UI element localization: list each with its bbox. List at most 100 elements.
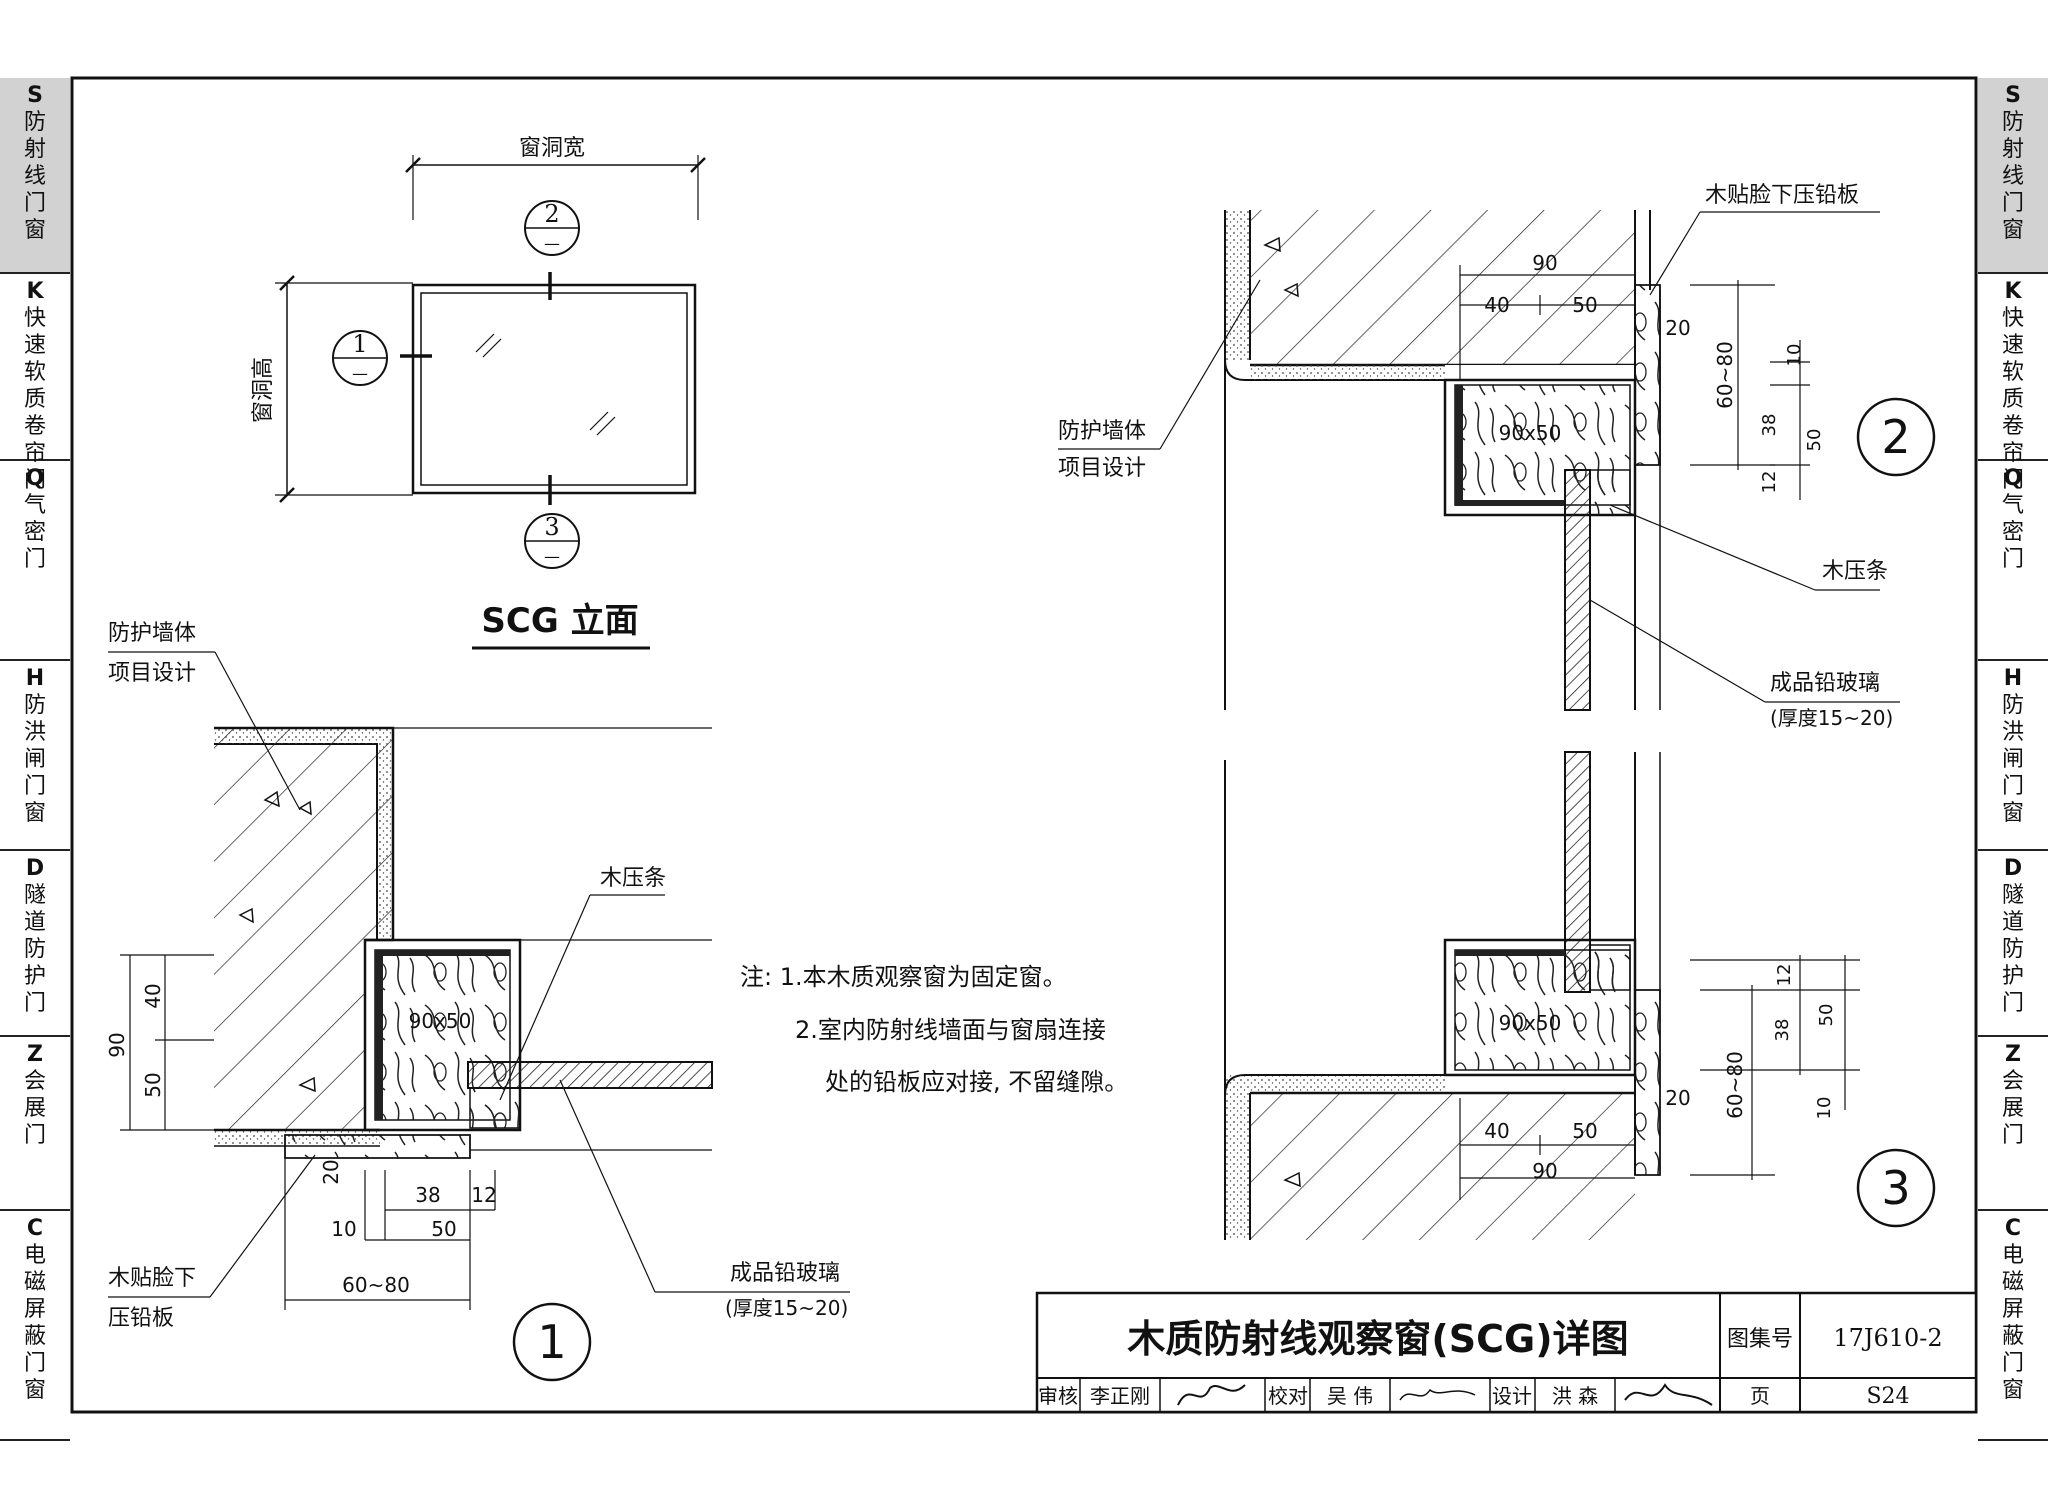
tab-char: 门 (2001, 1351, 2024, 1376)
detail1-glass-label: 成品铅玻璃 (730, 1261, 840, 1286)
detail1-strip-label: 木压条 (600, 866, 666, 891)
tab-char: 蔽 (2001, 1324, 2024, 1349)
detail2-wall-label: 防护墙体 (1058, 419, 1146, 444)
svg-text:校对: 校对 (1268, 1384, 1308, 1408)
tab-code: H (2003, 666, 2023, 691)
tab-char: 气 (23, 493, 46, 518)
notes: 注: 1.本木质观察窗为固定窗。 2.室内防射线墙面与窗扇连接 处的铅板应对接,… (740, 963, 1128, 1096)
detail1-wall-label: 防护墙体 (108, 621, 196, 646)
tab-char: 磁 (23, 1270, 46, 1295)
window-width-label: 窗洞宽 (519, 136, 585, 161)
callout-3-bottom: 3 (544, 513, 559, 541)
tab-char: 窗 (2001, 218, 2024, 243)
tab-char: 密 (23, 520, 46, 545)
tab-char: 门 (23, 991, 46, 1016)
svg-text:60~80: 60~80 (1723, 1051, 1747, 1119)
tab-char: 门 (23, 191, 46, 216)
drawing-title: 木质防射线观察窗(SCG)详图 (1127, 1317, 1628, 1361)
page-number: S24 (1866, 1384, 1909, 1409)
svg-text:吴 伟: 吴 伟 (1327, 1384, 1373, 1408)
tab-char: 洪 (23, 720, 46, 745)
tab-code: S (2005, 83, 2021, 108)
svg-text:压铅板: 压铅板 (108, 1306, 174, 1331)
svg-text:洪 森: 洪 森 (1552, 1384, 1598, 1408)
tab-char: 会 (23, 1069, 46, 1094)
tab-char: 护 (23, 964, 46, 989)
detail-1-section: 90x50 90 40 50 20 38 12 10 50 60~80 防护墙体… (105, 621, 850, 1382)
tab-char: 质 (2001, 387, 2024, 412)
tab-char: 射 (23, 137, 46, 162)
svg-text:—: — (544, 547, 560, 566)
tab-char: 速 (2001, 333, 2024, 358)
tab-char: 会 (2001, 1069, 2024, 1094)
tab-char: 快 (23, 306, 46, 331)
tab-char: 防 (23, 937, 46, 962)
tab-char: 速 (23, 333, 46, 358)
tab-char: 射 (2001, 137, 2024, 162)
tab-char: 门 (2001, 468, 2024, 493)
elevation-title: SCG 立面 (481, 601, 638, 641)
tab-char: 门 (2001, 991, 2024, 1016)
svg-text:38: 38 (1772, 1019, 1793, 1042)
svg-text:60~80: 60~80 (342, 1273, 410, 1297)
svg-text:审核: 审核 (1038, 1384, 1078, 1408)
tab-char: 窗 (23, 801, 46, 826)
tab-char: 磁 (2001, 1270, 2024, 1295)
tab-code: K (2004, 279, 2022, 304)
sheet-border (70, 76, 1978, 1414)
designer-signature (1624, 1383, 1713, 1406)
tab-char: 线 (2001, 164, 2024, 189)
svg-text:页: 页 (1750, 1384, 1770, 1408)
reviewer-signature (1177, 1384, 1246, 1406)
tab-char: 帘 (2001, 441, 2024, 466)
tab-char: 道 (2001, 910, 2024, 935)
svg-text:40: 40 (1484, 1119, 1509, 1143)
callout-2-top: 2 (544, 200, 559, 228)
detail3-timber-size: 90x50 (1499, 1011, 1562, 1035)
svg-text:50: 50 (141, 1072, 165, 1097)
tab-code: H (25, 666, 45, 691)
detail2-strip-label: 木压条 (1822, 559, 1888, 584)
svg-text:10: 10 (1784, 344, 1805, 367)
atlas-number: 17J610-2 (1833, 1324, 1942, 1352)
tab-char: 门 (2001, 1123, 2024, 1148)
tab-char: 气 (2001, 493, 2024, 518)
tab-char: 屏 (23, 1297, 46, 1322)
tab-char: 防 (2001, 110, 2024, 135)
tab-char: 隧 (23, 883, 46, 908)
tab-char: 门 (23, 468, 46, 493)
svg-text:20: 20 (319, 1159, 343, 1184)
tab-char: 闸 (23, 747, 46, 772)
tab-char: 门 (2001, 547, 2024, 572)
tab-char: 线 (23, 164, 46, 189)
detail-2-section: 90x50 90 40 50 20 60~80 10 38 50 12 木贴脸下… (1058, 183, 1936, 1240)
tab-char: 快 (2001, 306, 2024, 331)
tab-char: 防 (2001, 937, 2024, 962)
tab-char: 防 (23, 693, 46, 718)
svg-text:20: 20 (1665, 316, 1690, 340)
tab-char: 窗 (2001, 1378, 2024, 1403)
tab-char: 闸 (2001, 747, 2024, 772)
tab-code: D (25, 856, 45, 881)
tab-code: K (26, 279, 44, 304)
svg-text:50: 50 (1572, 1119, 1597, 1143)
svg-text:图集号: 图集号 (1727, 1327, 1793, 1352)
tab-char: 电 (23, 1243, 46, 1268)
tab-char: 门 (23, 547, 46, 572)
title-block: 木质防射线观察窗(SCG)详图 图集号 17J610-2 审核 李正刚 校对 吴… (1035, 1291, 1978, 1414)
